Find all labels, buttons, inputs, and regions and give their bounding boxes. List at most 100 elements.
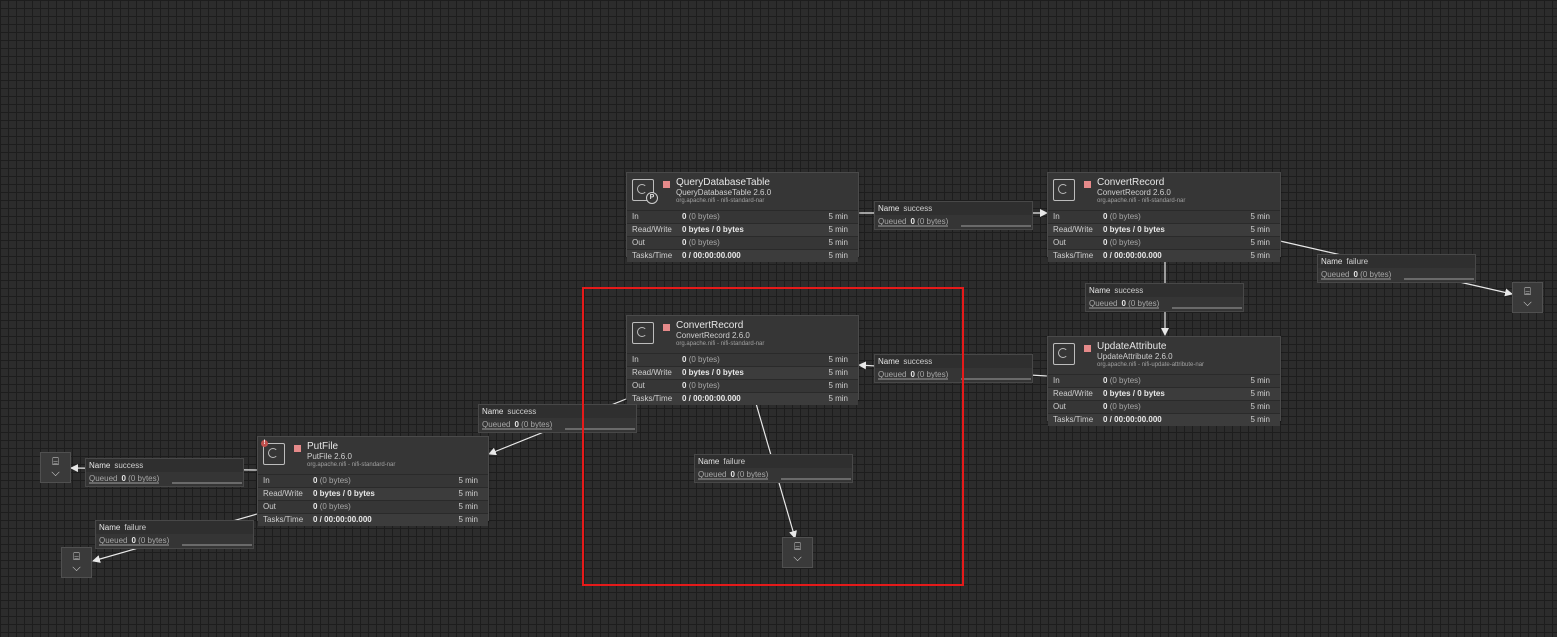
stopped-icon <box>663 324 670 331</box>
stat-label: Out <box>632 381 645 390</box>
processor-bundle: org.apache.nifi - nifi-standard-nar <box>676 341 765 347</box>
stat-window: 5 min <box>1250 212 1270 221</box>
funnel-left-top[interactable]: ⌸⌵ <box>40 452 71 483</box>
queued-bytes: (0 bytes) <box>138 536 170 545</box>
stat-label: Tasks/Time <box>632 394 673 403</box>
stat-label: Read/Write <box>1053 389 1093 398</box>
stat-bytes-rw: 0 bytes / 0 bytes <box>313 489 375 498</box>
stat-window: 5 min <box>828 355 848 364</box>
stat-tasks: 0 / 00:00:00.000 <box>1103 251 1162 260</box>
processor-icon <box>632 322 654 344</box>
queue-bar <box>698 478 768 480</box>
stat-bytes: (0 bytes) <box>1109 402 1141 411</box>
queued-bytes: (0 bytes) <box>917 370 949 379</box>
stat-bytes: (0 bytes) <box>1109 238 1141 247</box>
stat-value: 0 (0 bytes) <box>1103 211 1141 223</box>
queue-bar <box>878 378 948 380</box>
queued-count: 0 <box>131 536 136 545</box>
stat-bytes: (0 bytes) <box>688 238 720 247</box>
stat-label: Out <box>632 238 645 247</box>
stat-label: In <box>1053 376 1060 385</box>
funnel-icon: ⌸⌵ <box>1523 285 1532 309</box>
stat-label: Read/Write <box>632 225 672 234</box>
stat-bytes: (0 bytes) <box>688 212 720 221</box>
queue-bar <box>1321 278 1391 280</box>
processor-convert-record-1[interactable]: ConvertRecord ConvertRecord 2.6.0 org.ap… <box>1047 172 1281 262</box>
selection-highlight-box <box>582 287 964 586</box>
connection-queued-label: Queued <box>1089 299 1118 308</box>
processor-bundle: org.apache.nifi - nifi-update-attribute-… <box>1097 362 1205 368</box>
stat-tasks: 0 / 00:00:00.000 <box>682 394 741 403</box>
queued-count: 0 <box>910 370 915 379</box>
queue-bar <box>1404 278 1474 280</box>
funnel-bottom-middle[interactable]: ⌸⌵ <box>782 537 813 568</box>
primary-node-badge: P <box>646 192 658 204</box>
queued-bytes: (0 bytes) <box>1128 299 1160 308</box>
queue-bar <box>565 428 635 430</box>
connection-name-label: Name <box>698 457 720 466</box>
connection-name-label: Name <box>1089 286 1111 295</box>
processor-icon <box>1053 343 1075 365</box>
stat-bytes-rw: 0 bytes / 0 bytes <box>682 368 744 377</box>
stat-window: 5 min <box>1250 415 1270 424</box>
queued-count: 0 <box>514 420 519 429</box>
warning-icon[interactable]: ! <box>261 440 268 447</box>
stat-label: Tasks/Time <box>632 251 673 260</box>
queue-bar <box>961 378 1031 380</box>
queue-bar <box>781 478 851 480</box>
stat-value: 0 (0 bytes) <box>682 380 720 392</box>
connection-relationship: failure <box>124 523 147 532</box>
connection-relationship: failure <box>1346 257 1369 266</box>
stat-count: 0 <box>1103 212 1108 221</box>
processor-convert-record-2[interactable]: ConvertRecord ConvertRecord 2.6.0 org.ap… <box>626 315 859 405</box>
funnel-left-bottom[interactable]: ⌸⌵ <box>61 547 92 578</box>
queued-bytes: (0 bytes) <box>1360 270 1392 279</box>
stat-count: 0 <box>682 212 687 221</box>
funnel-right[interactable]: ⌸⌵ <box>1512 282 1543 313</box>
connection-queued-label: Queued <box>1321 270 1350 279</box>
stat-bytes: (0 bytes) <box>1109 376 1141 385</box>
connection-queued-label: Queued <box>89 474 118 483</box>
stat-value: 0 / 00:00:00.000 <box>682 393 741 405</box>
stopped-icon <box>663 181 670 188</box>
stat-window: 5 min <box>828 381 848 390</box>
stat-window: 5 min <box>1250 238 1270 247</box>
stat-value: 0 (0 bytes) <box>313 501 351 513</box>
processor-type: ConvertRecord 2.6.0 <box>1097 188 1171 197</box>
connection-queued-label: Queued <box>878 217 907 226</box>
stat-count: 0 <box>1103 238 1108 247</box>
funnel-icon: ⌸⌵ <box>72 550 81 574</box>
stat-row-out: Out 0 (0 bytes) 5 min <box>627 379 858 392</box>
stat-bytes: (0 bytes) <box>319 476 351 485</box>
stat-value: 0 / 00:00:00.000 <box>313 514 372 526</box>
stat-bytes-rw: 0 bytes / 0 bytes <box>1103 225 1165 234</box>
queued-bytes: (0 bytes) <box>737 470 769 479</box>
processor-put-file[interactable]: ! PutFile PutFile 2.6.0 org.apache.nifi … <box>257 436 489 526</box>
stat-count: 0 <box>313 476 318 485</box>
stat-value: 0 / 00:00:00.000 <box>682 250 741 262</box>
queue-bar <box>89 482 159 484</box>
stopped-icon <box>1084 345 1091 352</box>
processor-update-attribute[interactable]: UpdateAttribute UpdateAttribute 2.6.0 or… <box>1047 336 1281 426</box>
connection-name-label: Name <box>89 461 111 470</box>
queued-bytes: (0 bytes) <box>128 474 160 483</box>
stat-value: 0 / 00:00:00.000 <box>1103 414 1162 426</box>
stat-label: Read/Write <box>1053 225 1093 234</box>
stat-window: 5 min <box>458 502 478 511</box>
stat-label: Tasks/Time <box>263 515 304 524</box>
processor-query-database-table[interactable]: P QueryDatabaseTable QueryDatabaseTable … <box>626 172 859 262</box>
